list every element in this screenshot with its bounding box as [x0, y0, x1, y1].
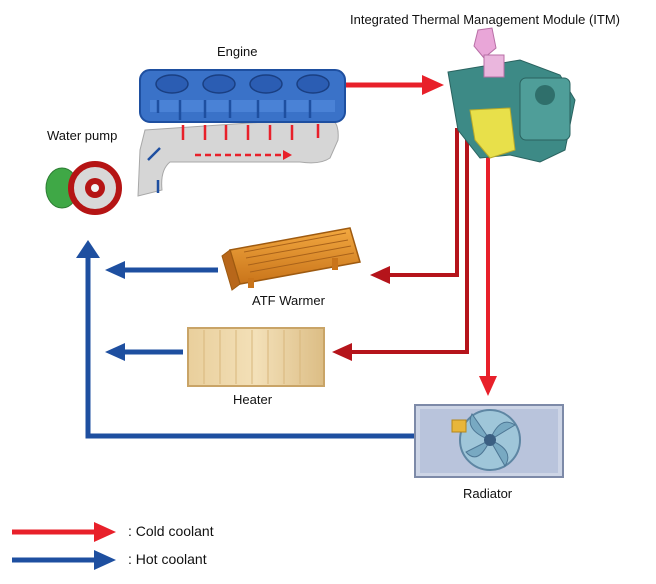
engine-flow-dash-arrowhead [283, 150, 292, 160]
water-pump-illustration [45, 161, 122, 215]
legend-hot-text: : Hot coolant [128, 551, 207, 567]
engine-to-itm-arrowhead [422, 75, 444, 95]
engine-block-gray [137, 117, 339, 197]
itm-to-radiator-arrowhead [479, 376, 497, 396]
heater-return-arrowhead [105, 343, 125, 361]
itm-illustration [447, 27, 576, 163]
engine-internal-hot-arrows [147, 100, 312, 193]
itm-label: Integrated Thermal Management Module (IT… [350, 12, 620, 27]
legend-cold-text: : Cold coolant [128, 523, 214, 539]
engine-head-ports [155, 74, 330, 94]
water-pump-label: Water pump [47, 128, 118, 143]
itm-pink-fitting [473, 27, 497, 59]
hot-coolant-lines [76, 240, 415, 439]
legend-hot-arrowhead [94, 550, 116, 570]
radiator-cap [451, 419, 467, 433]
legend-cold-arrowhead [94, 522, 116, 542]
radiator-illustration [414, 404, 564, 478]
atf-return-arrowhead [105, 261, 125, 279]
engine-illustration [137, 69, 346, 197]
radiator-return-line [85, 255, 415, 439]
itm-actuator [519, 77, 571, 141]
engine-internal-cold-arrows [181, 124, 320, 157]
engine-label: Engine [217, 44, 258, 59]
heater-label: Heater [233, 392, 273, 407]
radiator-label: Radiator [463, 486, 513, 501]
itm-to-heater-arrowhead [332, 343, 352, 361]
itm-to-heater-line [352, 128, 469, 354]
itm-to-atf-arrowhead [370, 266, 390, 284]
water-pump-inlet-arrowhead [76, 240, 100, 258]
itm-yellow-housing [469, 107, 516, 159]
engine-head-lower-band [150, 100, 335, 112]
atf-warmer-illustration [221, 227, 361, 291]
atf-warmer-label: ATF Warmer [252, 293, 325, 308]
legend-arrows [12, 522, 116, 570]
heater-illustration [187, 327, 325, 387]
itm-to-atf-line [390, 128, 459, 277]
